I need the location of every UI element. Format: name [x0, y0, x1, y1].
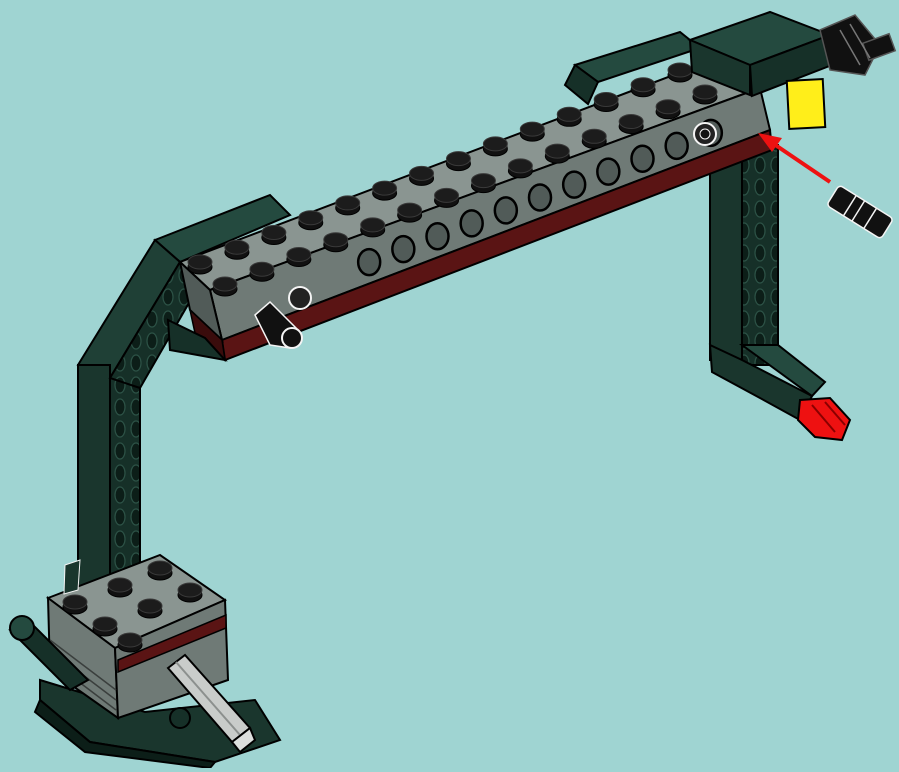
base-stud	[148, 561, 172, 580]
beam-stud	[324, 233, 348, 252]
beam-hole	[563, 172, 585, 198]
beam-stud	[262, 225, 286, 244]
beam-stud	[508, 159, 532, 178]
beam-stud	[225, 240, 249, 259]
beam-stud	[545, 144, 569, 163]
beam-stud	[582, 129, 606, 148]
beam-stud	[631, 78, 655, 97]
base-stud	[118, 633, 142, 652]
beam-hole	[427, 223, 449, 249]
dark-green-frame-right	[710, 145, 825, 420]
beam-stud	[213, 277, 237, 296]
beam-stud	[693, 85, 717, 104]
beam-stud	[520, 122, 544, 141]
beam-stud	[188, 255, 212, 274]
beam-stud	[435, 188, 459, 207]
beam-stud	[656, 100, 680, 119]
beam-hole	[666, 133, 688, 159]
beam-stud	[483, 137, 507, 156]
beam-stud	[336, 196, 360, 215]
yellow-tile	[787, 79, 825, 129]
beam-stud	[299, 211, 323, 230]
beam-stud	[594, 93, 618, 112]
beam-hole	[461, 210, 483, 236]
beam-stud	[668, 63, 692, 82]
base-stud	[138, 599, 162, 618]
plate-stud-small	[170, 708, 190, 728]
red-axle-pin	[798, 398, 850, 440]
beam-stud	[446, 152, 470, 171]
black-pin-insert	[820, 15, 895, 75]
base-stud	[178, 583, 202, 602]
beam-hole	[392, 236, 414, 262]
beam-stud	[471, 174, 495, 193]
beam-stud	[410, 166, 434, 185]
black-pin-right	[694, 123, 716, 145]
base-stud	[108, 578, 132, 597]
beam-stud	[250, 262, 274, 281]
beam-hole	[597, 159, 619, 185]
beam-hole	[358, 249, 380, 275]
beam-stud	[373, 181, 397, 200]
beam-stud	[287, 247, 311, 266]
beam-stud	[398, 203, 422, 222]
beam-stud	[557, 107, 581, 126]
beam-hole	[632, 146, 654, 172]
beam-hole	[495, 197, 517, 223]
base-stud	[93, 617, 117, 636]
black-connector-pin	[827, 185, 894, 239]
base-stud	[63, 595, 87, 614]
beam-stud	[361, 218, 385, 237]
beam-hole	[529, 185, 551, 211]
beam-stud	[619, 115, 643, 134]
